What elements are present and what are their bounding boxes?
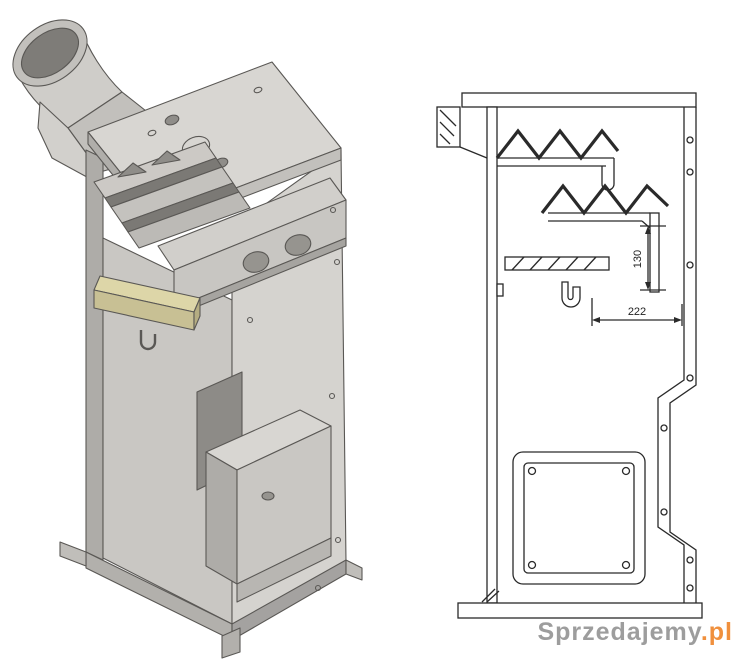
access-opening-inner xyxy=(523,462,635,574)
baffle-triangle xyxy=(151,150,181,166)
access-opening-outer xyxy=(512,451,646,585)
bolt-hole xyxy=(686,374,694,382)
dimension-130: 130 xyxy=(632,225,666,291)
louver-slat xyxy=(127,191,251,249)
dim-222-arrow-left xyxy=(592,317,600,323)
dim-222-value: 222 xyxy=(628,306,646,318)
dim-130-arrow-bottom xyxy=(645,282,651,290)
drawer-clip xyxy=(261,491,275,501)
exhaust-pipe-bore xyxy=(21,27,79,79)
top-plate-slot-hole xyxy=(164,114,180,126)
bolt-hole xyxy=(333,258,341,266)
dim-222-extension-lines xyxy=(591,298,683,326)
channel-under-row2 xyxy=(548,212,651,229)
opening-corner-hole xyxy=(621,560,631,570)
drawer-lower-lip xyxy=(236,537,332,603)
bolt-hole xyxy=(334,536,342,544)
top-plate-mark xyxy=(253,86,263,94)
flange-hatch-lines xyxy=(439,109,457,145)
bolt-hole xyxy=(686,168,694,176)
section-left-wall xyxy=(486,106,498,604)
zigzag-baffle-row1 xyxy=(495,128,620,161)
dim-130-value: 130 xyxy=(632,250,644,268)
section-top-plate xyxy=(461,92,697,108)
bolt-hole xyxy=(328,392,336,400)
bolt-hole xyxy=(686,261,694,269)
section-view: 130 222 xyxy=(436,92,703,619)
opening-corner-hole xyxy=(527,466,537,476)
channel-under-row1 xyxy=(497,157,615,191)
dim-130-extension-lines xyxy=(640,225,666,291)
dim-130-arrow-top xyxy=(645,226,651,234)
bolt-hole xyxy=(246,316,254,324)
flange-gusset xyxy=(459,146,488,159)
base-tab-left xyxy=(59,541,87,567)
mid-block-hole xyxy=(284,234,312,256)
feeder-bar-end xyxy=(193,297,201,331)
base-tab-right xyxy=(345,559,363,581)
section-left-flange xyxy=(436,106,461,148)
right-wall-outer xyxy=(669,107,697,603)
dimension-222: 222 xyxy=(591,298,683,326)
bolt-hole xyxy=(329,206,337,214)
zigzag-baffle-row2 xyxy=(540,183,670,216)
bolt-hole xyxy=(660,508,668,516)
section-hook xyxy=(561,281,581,308)
vertical-flange xyxy=(649,212,660,293)
left-wall-strip xyxy=(85,149,104,561)
mid-block-hole xyxy=(242,251,270,273)
shelf-hatch-lines xyxy=(511,256,597,271)
bolt-hole xyxy=(314,584,322,592)
hanger-hook xyxy=(139,330,157,351)
left-wall-notch xyxy=(496,283,504,297)
dim-222-arrow-right xyxy=(674,317,682,323)
base-foot xyxy=(221,627,241,659)
bolt-hole xyxy=(686,556,694,564)
bolt-hole xyxy=(660,424,668,432)
baffle-triangle xyxy=(117,162,147,178)
hatched-shelf xyxy=(504,256,610,271)
iso-view xyxy=(12,19,363,659)
right-wall-inner xyxy=(657,107,685,603)
bolt-hole xyxy=(686,136,694,144)
opening-corner-hole xyxy=(527,560,537,570)
opening-corner-hole xyxy=(621,466,631,476)
top-plate-mark xyxy=(147,129,157,137)
bolt-hole xyxy=(686,584,694,592)
left-wall-foot-hatch xyxy=(481,588,500,603)
drawer-left-face xyxy=(205,451,238,585)
section-bottom-plate xyxy=(457,602,703,619)
